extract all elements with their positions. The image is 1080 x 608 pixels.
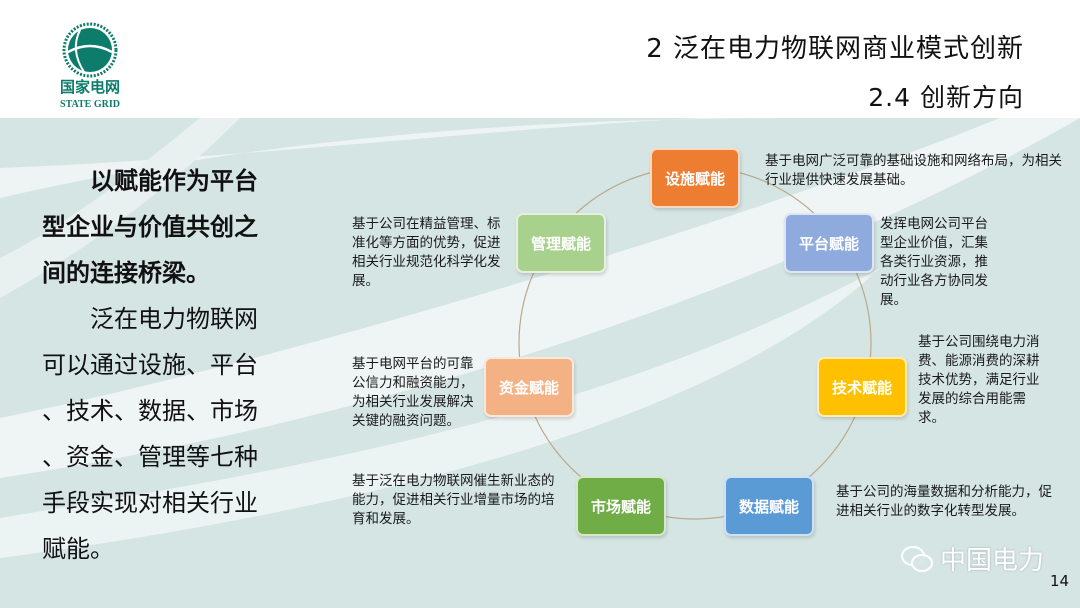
slide-title: 2 泛在电力物联网商业模式创新 bbox=[646, 34, 1024, 64]
left-text: 以赋能作为平台 型企业与价值共创之 间的连接桥梁。 泛在电力物联网 可以通过设施… bbox=[42, 158, 312, 572]
node-data: 数据赋能 bbox=[724, 476, 814, 536]
node-platform: 平台赋能 bbox=[784, 213, 874, 273]
slide-subtitle: 2.4 创新方向 bbox=[868, 83, 1024, 112]
desc-facilities: 基于电网广泛可靠的基础设施和网络布局，为相关行业提供快速发展基础。 bbox=[765, 153, 1062, 188]
text-line: 赋能。 bbox=[42, 535, 114, 563]
desc-market: 基于泛在电力物联网催生新业态的能力，促进相关行业增量市场的培育和发展。 bbox=[352, 473, 555, 527]
node-management: 管理赋能 bbox=[516, 213, 606, 273]
desc-management: 基于公司在精益管理、标准化等方面的优势，促进相关行业规范化科学化发展。 bbox=[352, 216, 501, 289]
node-market: 市场赋能 bbox=[576, 476, 666, 536]
text-line: 以赋能作为平台 bbox=[42, 167, 258, 195]
node-facilities: 设施赋能 bbox=[650, 148, 740, 208]
desc-platform: 发挥电网公司平台型企业价值，汇集各类行业资源，推动行业各方协同发展。 bbox=[880, 216, 988, 308]
text-line: 、技术、数据、市场 bbox=[42, 397, 258, 425]
text-line: 手段实现对相关行业 bbox=[42, 489, 258, 517]
text-line: 、资金、管理等七种 bbox=[42, 443, 258, 471]
wechat-icon bbox=[901, 545, 933, 572]
logo-cn: 国家电网 bbox=[60, 78, 120, 96]
watermark-text: 中国电力 bbox=[940, 546, 1045, 576]
text-line: 泛在电力物联网 bbox=[42, 305, 258, 333]
node-technology: 技术赋能 bbox=[817, 357, 907, 417]
text-line: 型企业与价值共创之 bbox=[42, 213, 258, 241]
node-capital: 资金赋能 bbox=[484, 357, 574, 417]
text-line: 可以通过设施、平台 bbox=[42, 351, 258, 379]
desc-capital: 基于电网平台的可靠公信力和融资能力，为相关行业发展解决关键的融资问题。 bbox=[352, 356, 474, 429]
state-grid-logo: 国家电网 STATE GRID bbox=[60, 22, 120, 110]
logo-en: STATE GRID bbox=[60, 99, 120, 110]
text-line: 间的连接桥梁。 bbox=[42, 259, 210, 287]
desc-technology: 基于公司围绕电力消费、能源消费的深耕技术优势，满足行业发展的综合用能需求。 bbox=[918, 334, 1040, 426]
desc-data: 基于公司的海量数据和分析能力，促进相关行业的数字化转型发展。 bbox=[836, 484, 1052, 519]
page-number: 14 bbox=[1050, 572, 1070, 590]
watermark: 中国电力 bbox=[900, 540, 1044, 577]
